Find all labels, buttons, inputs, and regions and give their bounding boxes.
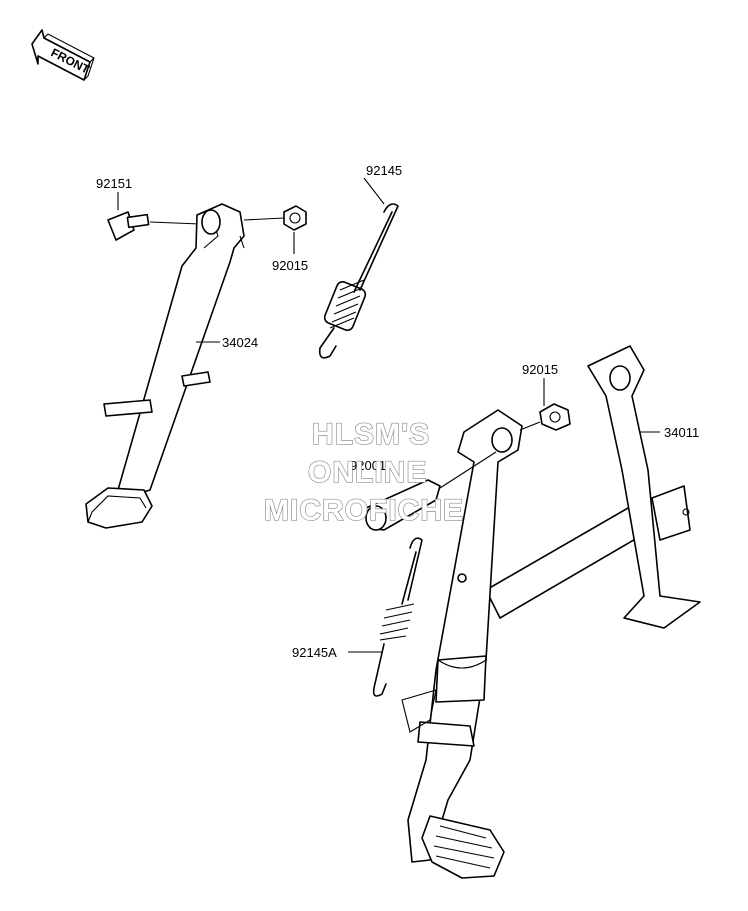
part-label-34011: 34011 (664, 425, 699, 440)
side-stand-34024 (85, 203, 307, 529)
bolt-92151 (107, 211, 201, 241)
part-label-92145A: 92145A (292, 645, 337, 660)
part-label-92145: 92145 (366, 163, 402, 178)
nut-92015-lower (519, 403, 571, 431)
watermark-line3: MICROFICHE (264, 494, 464, 527)
spring-92145 (318, 203, 399, 359)
watermark-line1: HLSM'S (312, 418, 430, 451)
front-arrow-icon: FRONT (31, 29, 95, 81)
nut-92015-upper (243, 205, 307, 231)
watermark-line2: ONLINE (308, 456, 427, 489)
watermark: HLSM'S ONLINE MICROFICHE (263, 417, 464, 527)
part-label-92001: 92001 (350, 458, 386, 473)
part-label-34024: 34024 (222, 335, 258, 350)
part-label-92151: 92151 (96, 176, 132, 191)
spring-92145A (372, 537, 423, 697)
pin-92001 (365, 451, 497, 531)
center-stand-34011 (401, 345, 701, 879)
part-label-92015-upper: 92015 (272, 258, 308, 273)
part-label-92015-lower: 92015 (522, 362, 558, 377)
